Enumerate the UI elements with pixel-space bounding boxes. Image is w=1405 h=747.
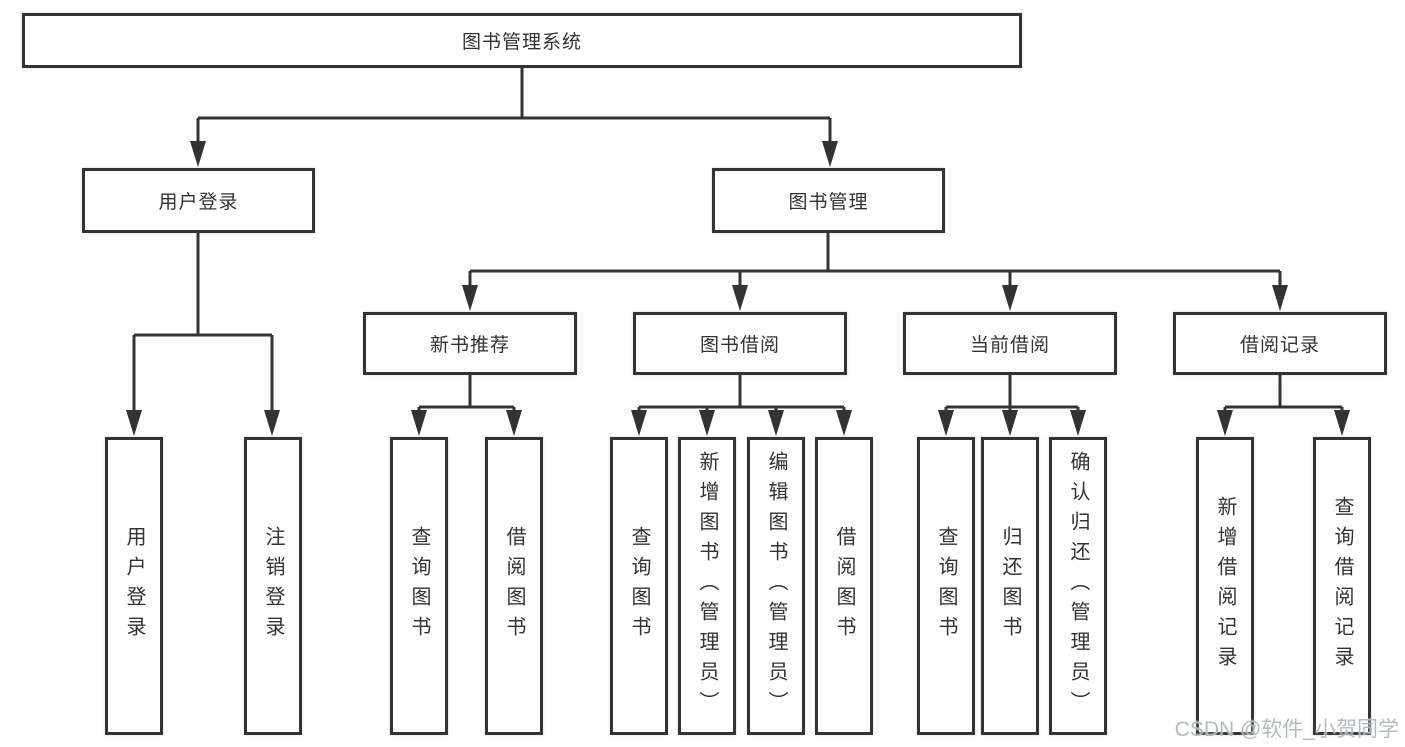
- node-current-borrowing: 当前借阅: [903, 312, 1117, 375]
- node-label: 新书推荐: [429, 335, 510, 356]
- node-label: 查询图书: [935, 526, 957, 646]
- node-label: 新增借阅记录: [1214, 496, 1236, 676]
- node-label: 图书管理: [788, 192, 869, 213]
- node-label: 归还图书: [999, 526, 1021, 646]
- leaf-add-books-admin: 新增图书（管理员）: [678, 437, 736, 735]
- node-label: 查询图书: [628, 526, 650, 646]
- node-book-management: 图书管理: [712, 168, 945, 233]
- node-label: 图书管理系统: [461, 32, 582, 53]
- node-borrowing-records: 借阅记录: [1173, 312, 1387, 375]
- leaf-edit-books-admin: 编辑图书（管理员）: [747, 437, 805, 735]
- node-system-root: 图书管理系统: [22, 13, 1022, 68]
- node-label: 用户登录: [123, 526, 145, 646]
- node-label: 查询图书: [408, 526, 430, 646]
- node-label: 借阅图书: [503, 526, 525, 646]
- leaf-confirm-return-admin: 确认归还（管理员）: [1049, 437, 1107, 735]
- node-label: 当前借阅: [969, 335, 1050, 356]
- node-label: 借阅图书: [833, 526, 855, 646]
- leaf-add-borrow-record: 新增借阅记录: [1196, 437, 1254, 735]
- node-label: 新增图书（管理员）: [696, 451, 718, 721]
- csdn-watermark: CSDN @软件_小贺同学: [1174, 718, 1399, 741]
- node-label: 图书借阅: [699, 335, 780, 356]
- leaf-query-books: 查询图书: [390, 437, 448, 735]
- leaf-user-login: 用户登录: [105, 437, 163, 735]
- leaf-query-books: 查询图书: [610, 437, 668, 735]
- node-label: 借阅记录: [1239, 335, 1320, 356]
- node-book-borrowing: 图书借阅: [633, 312, 847, 375]
- node-label: 编辑图书（管理员）: [765, 451, 787, 721]
- leaf-borrow-books: 借阅图书: [485, 437, 543, 735]
- leaf-return-books: 归还图书: [981, 437, 1039, 735]
- node-label: 查询借阅记录: [1331, 496, 1353, 676]
- node-label: 注销登录: [262, 526, 284, 646]
- leaf-logout: 注销登录: [244, 437, 302, 735]
- leaf-borrow-books: 借阅图书: [815, 437, 873, 735]
- arrowheads: [126, 141, 1350, 436]
- node-new-book-recommend: 新书推荐: [363, 312, 577, 375]
- leaf-query-books: 查询图书: [917, 437, 975, 735]
- node-user-login: 用户登录: [82, 168, 315, 233]
- node-label: 确认归还（管理员）: [1067, 451, 1089, 721]
- node-label: 用户登录: [158, 192, 239, 213]
- leaf-query-borrow-record: 查询借阅记录: [1313, 437, 1371, 735]
